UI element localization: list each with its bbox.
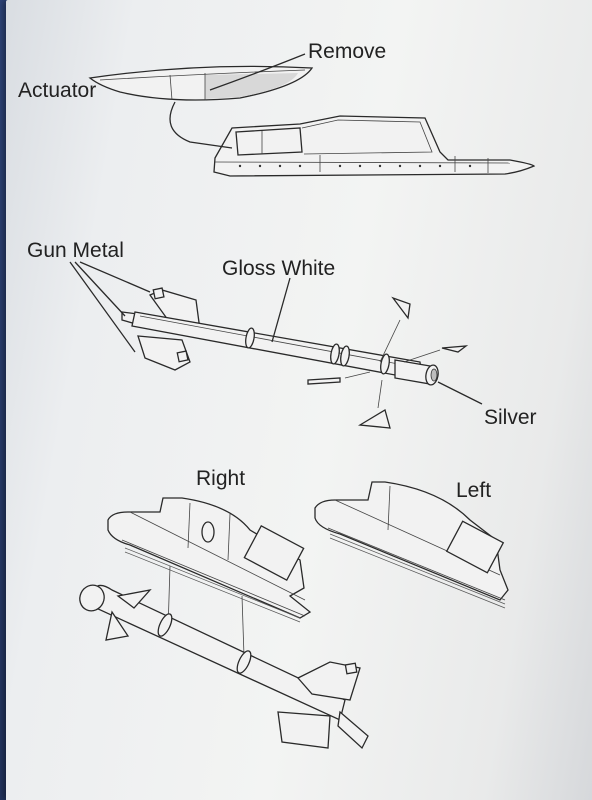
gloss-white-label: Gloss White [222,257,335,280]
missile-tail-fin-lower [137,335,191,371]
canard-fin-bottom [357,409,391,429]
gun-metal-leader-1 [79,261,151,293]
canard-fin-side [441,345,469,353]
remove-leader-line [209,53,306,91]
remove-shaded-area [205,73,298,99]
actuator-leader-line [169,101,233,149]
right-missile-tail-fin-bottom [277,711,331,749]
left-label: Left [456,479,491,502]
silver-leader [437,381,483,405]
right-label: Right [196,467,245,490]
canard-fin-top [391,296,411,320]
gun-metal-label: Gun Metal [27,239,124,262]
left-pylon [314,481,509,601]
gloss-white-leader [271,277,291,343]
gun-metal-leader-2 [74,261,126,317]
pylon-actuator-diagram: Remove Actuator [18,40,536,177]
silver-label: Silver [484,406,537,429]
canard-fin-rod [307,377,341,385]
missile-paint-diagram: Gun Metal Gloss White Silver [27,239,537,429]
remove-label: Remove [308,40,386,63]
gun-metal-leader-3 [69,261,136,353]
right-pylon [107,497,312,619]
right-left-assembly-diagram: Right Left [79,467,509,750]
right-missile-body [90,584,346,721]
right-missile-seeker [79,584,105,612]
right-missile-tail-fin-top [296,661,361,701]
actuator-label: Actuator [18,79,96,102]
